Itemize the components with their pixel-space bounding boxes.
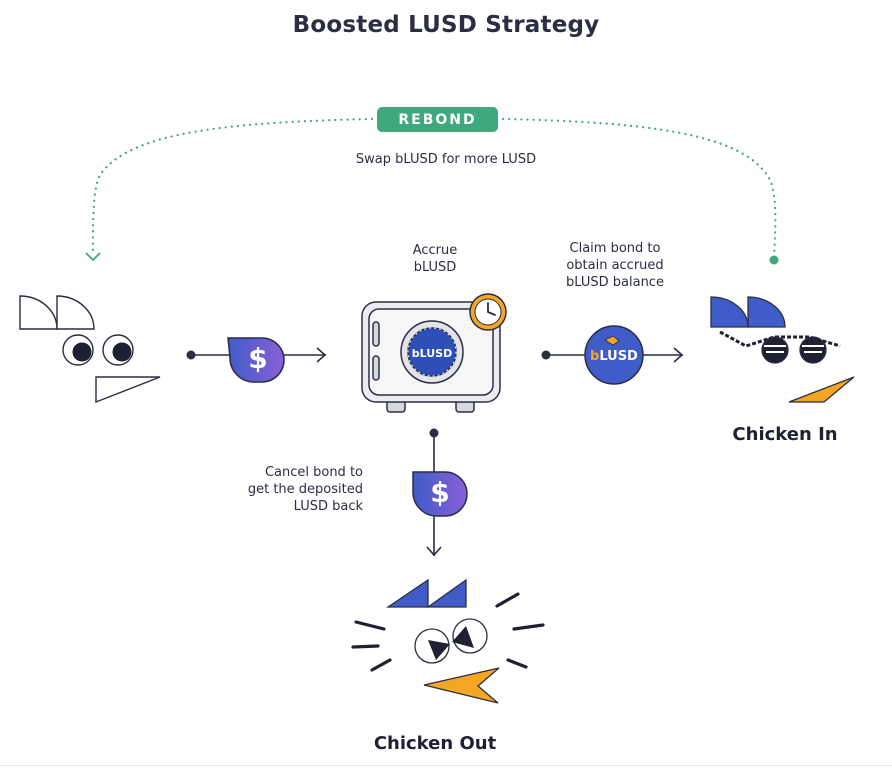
chicken-out-label: Chicken Out xyxy=(373,733,497,754)
cancel-line-2: get the deposited xyxy=(247,482,363,497)
cancel-line-3: LUSD back xyxy=(293,499,363,514)
blusd-token-text: bLUSD xyxy=(590,349,638,364)
rebond-badge: REBOND xyxy=(377,107,498,132)
lusd-token-icon: $ xyxy=(227,337,285,383)
cancel-label: Cancel bond to get the deposited LUSD ba… xyxy=(200,464,363,515)
accrue-line-1: Accrue xyxy=(412,243,458,258)
blusd-rest: LUSD xyxy=(599,349,638,364)
vault-icon xyxy=(361,301,501,413)
rebond-arrowhead xyxy=(85,252,101,262)
chicken-in-icon xyxy=(710,296,855,403)
vault-blusd-text: bLUSD xyxy=(412,347,452,360)
chicken-start-icon xyxy=(19,295,161,404)
claim-line-2: obtain accrued xyxy=(566,258,664,273)
claim-label: Claim bond to obtain accrued bLUSD balan… xyxy=(540,240,690,291)
rebond-arc xyxy=(91,117,777,260)
chicken-in-label: Chicken In xyxy=(732,424,838,445)
lusd-down-dollar-sign: $ xyxy=(430,476,449,509)
page-title: Boosted LUSD Strategy xyxy=(292,12,600,38)
claim-line-3: bLUSD balance xyxy=(566,275,664,290)
accrue-label: Accrue bLUSD xyxy=(390,242,480,276)
lusd-dollar-sign: $ xyxy=(248,342,267,375)
blusd-b: b xyxy=(590,349,599,364)
claim-line-1: Claim bond to xyxy=(569,241,661,256)
cancel-line-1: Cancel bond to xyxy=(264,465,363,480)
chicken-out-icon xyxy=(351,578,545,704)
rebond-description: Swap bLUSD for more LUSD xyxy=(355,152,537,167)
accrue-line-2: bLUSD xyxy=(413,260,457,275)
blusd-token-icon xyxy=(584,325,644,385)
rebond-start-dot xyxy=(769,255,779,265)
bottom-divider xyxy=(0,765,892,766)
clock-icon xyxy=(469,293,507,331)
lusd-token-down-icon: $ xyxy=(412,471,468,517)
